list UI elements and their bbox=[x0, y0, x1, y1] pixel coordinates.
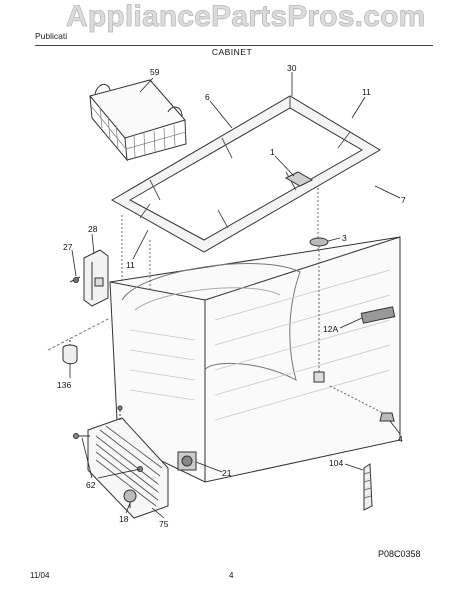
page-number: 4 bbox=[229, 571, 234, 580]
callout-18: 18 bbox=[119, 514, 129, 524]
watermark-text: AppliancePartsPros.com bbox=[66, 0, 426, 33]
callout-12a: 12A bbox=[323, 324, 338, 334]
footer-date: 11/04 bbox=[30, 571, 50, 580]
grille-screws bbox=[73, 405, 143, 472]
header-rule bbox=[35, 45, 433, 46]
callout-11-front: 11 bbox=[126, 260, 135, 270]
relay bbox=[177, 451, 197, 471]
drain-plug bbox=[309, 237, 329, 383]
section-title: CABINET bbox=[211, 47, 253, 57]
callout-3: 3 bbox=[342, 233, 347, 243]
callout-labels: 59 30 6 11 1 7 11 28 27 3 12A 136 4 104 … bbox=[57, 63, 406, 529]
callout-136: 136 bbox=[57, 380, 71, 390]
callout-30: 30 bbox=[287, 63, 297, 73]
lid-handle-shape bbox=[284, 171, 314, 187]
callout-21: 21 bbox=[222, 468, 232, 478]
lid-frame bbox=[110, 95, 381, 253]
cabinet-body bbox=[109, 180, 401, 483]
callout-28: 28 bbox=[88, 224, 98, 234]
callout-62: 62 bbox=[86, 480, 96, 490]
callout-75: 75 bbox=[159, 519, 169, 529]
callout-7: 7 bbox=[401, 195, 406, 205]
serial-plate bbox=[360, 306, 396, 324]
callout-4: 4 bbox=[398, 434, 403, 444]
publication-header: Publicati bbox=[35, 31, 68, 41]
callout-27: 27 bbox=[63, 242, 73, 252]
callout-59: 59 bbox=[150, 67, 160, 77]
callout-104: 104 bbox=[329, 458, 343, 468]
hinge-cover bbox=[69, 249, 109, 307]
power-cord bbox=[363, 463, 373, 511]
foot-leveler bbox=[47, 317, 111, 365]
basket bbox=[89, 79, 187, 162]
callout-1: 1 bbox=[270, 147, 275, 157]
callout-11-right: 11 bbox=[362, 87, 371, 97]
callout-6: 6 bbox=[205, 92, 210, 102]
grille bbox=[87, 417, 169, 519]
leveling-leg bbox=[329, 385, 395, 422]
diagram-code: P08C0358 bbox=[378, 549, 421, 559]
leader-lines bbox=[69, 72, 401, 519]
